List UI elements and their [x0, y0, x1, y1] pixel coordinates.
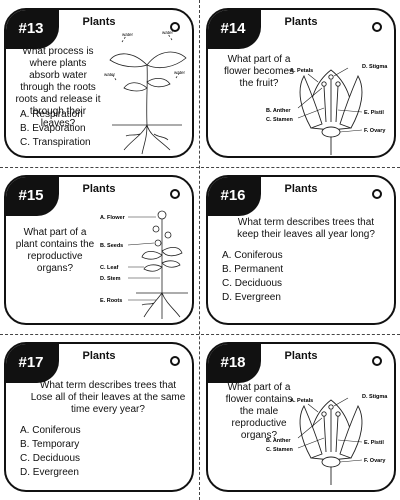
diagram-label: B. Anther — [266, 438, 291, 444]
task-card-14: #14 Plants What part of a flower becomes… — [206, 8, 396, 158]
diagram-label: water — [174, 70, 186, 75]
transpiration-plant-diagram: water water water water — [104, 30, 187, 155]
diagram-label: E. Pistil — [364, 440, 384, 446]
card-question: What process is where plants absorb wate… — [15, 46, 101, 129]
card-question: What term describes trees that keep thei… — [237, 217, 375, 240]
answer-option-b: B. Temporary — [20, 439, 80, 450]
diagram-label: F. Ovary — [364, 458, 386, 464]
task-card-17: #17 Plants What term describes trees tha… — [4, 342, 194, 492]
card-number-badge: #15 — [6, 177, 59, 216]
answer-list: A. Coniferous B. Permanent C. Deciduous … — [222, 249, 283, 305]
diagram-label: A. Petals — [290, 398, 313, 404]
diagram-label: F. Ovary — [364, 128, 386, 134]
task-card-13: #13 Plants What process is where plants … — [4, 8, 194, 158]
card-question: What part of a flower contains the male … — [225, 382, 293, 441]
card-title: Plants — [82, 350, 116, 362]
task-card-18: #18 Plants What part of a flower contain… — [206, 342, 396, 492]
answer-option-d: D. Evergreen — [222, 292, 281, 303]
diagram-label: C. Stamen — [266, 117, 294, 123]
punch-hole-icon — [372, 22, 382, 32]
cut-line-horizontal-1 — [0, 167, 400, 168]
card-title: Plants — [284, 350, 318, 362]
card-number-badge: #16 — [208, 177, 261, 216]
flower-parts-diagram: A. Petals D. Stigma B. Anther C. Stamen … — [266, 64, 388, 155]
task-card-15: #15 Plants What part of a plant contains… — [4, 175, 194, 325]
card-number-badge: #17 — [6, 344, 59, 383]
diagram-label: B. Seeds — [100, 243, 123, 249]
flower-parts-diagram: A. Petals D. Stigma B. Anther C. Stamen … — [266, 394, 388, 485]
card-question: What part of a flower becomes the fruit? — [223, 54, 295, 89]
answer-option-a: A. Respiration — [20, 109, 83, 120]
answer-option-a: A. Coniferous — [222, 250, 283, 261]
card-number-badge: #13 — [6, 10, 59, 49]
answer-option-c: C. Deciduous — [222, 278, 283, 289]
answer-option-a: A. Coniferous — [20, 425, 81, 436]
diagram-label: D. Stigma — [362, 64, 388, 70]
answer-option-d: D. Evergreen — [20, 467, 79, 478]
diagram-label: water — [162, 30, 174, 35]
cut-line-vertical — [199, 0, 200, 500]
answer-option-b: B. Evaporation — [20, 123, 86, 134]
answer-list: A. Coniferous B. Temporary C. Deciduous … — [20, 424, 81, 480]
diagram-label: water — [104, 72, 116, 77]
diagram-label: C. Leaf — [100, 265, 119, 271]
card-title: Plants — [82, 183, 116, 195]
punch-hole-icon — [372, 356, 382, 366]
plant-parts-diagram: A. Flower B. Seeds C. Leaf D. Stem E. Ro… — [100, 210, 188, 319]
task-card-16: #16 Plants What term describes trees tha… — [206, 175, 396, 325]
punch-hole-icon — [372, 189, 382, 199]
cut-line-horizontal-2 — [0, 334, 400, 335]
diagram-label: E. Roots — [100, 298, 122, 304]
card-number-badge: #18 — [208, 344, 261, 383]
card-title: Plants — [284, 183, 318, 195]
diagram-label: water — [122, 32, 134, 37]
punch-hole-icon — [170, 189, 180, 199]
diagram-label: B. Anther — [266, 108, 291, 114]
card-title: Plants — [284, 16, 318, 28]
card-question: What term describes trees that Lose all … — [30, 380, 186, 415]
answer-list: A. Respiration B. Evaporation C. Transpi… — [20, 108, 91, 150]
card-title: Plants — [82, 16, 116, 28]
diagram-label: E. Pistil — [364, 110, 384, 116]
diagram-label: A. Flower — [100, 215, 126, 221]
diagram-label: C. Stamen — [266, 447, 294, 453]
answer-option-c: C. Transpiration — [20, 137, 91, 148]
diagram-label: D. Stem — [100, 276, 121, 282]
card-question: What part of a plant contains the reprod… — [15, 227, 95, 274]
card-number-badge: #14 — [208, 10, 261, 49]
answer-option-c: C. Deciduous — [20, 453, 81, 464]
punch-hole-icon — [170, 22, 180, 32]
answer-option-b: B. Permanent — [222, 264, 284, 275]
punch-hole-icon — [170, 356, 180, 366]
diagram-label: A. Petals — [290, 68, 313, 74]
diagram-label: D. Stigma — [362, 394, 388, 400]
